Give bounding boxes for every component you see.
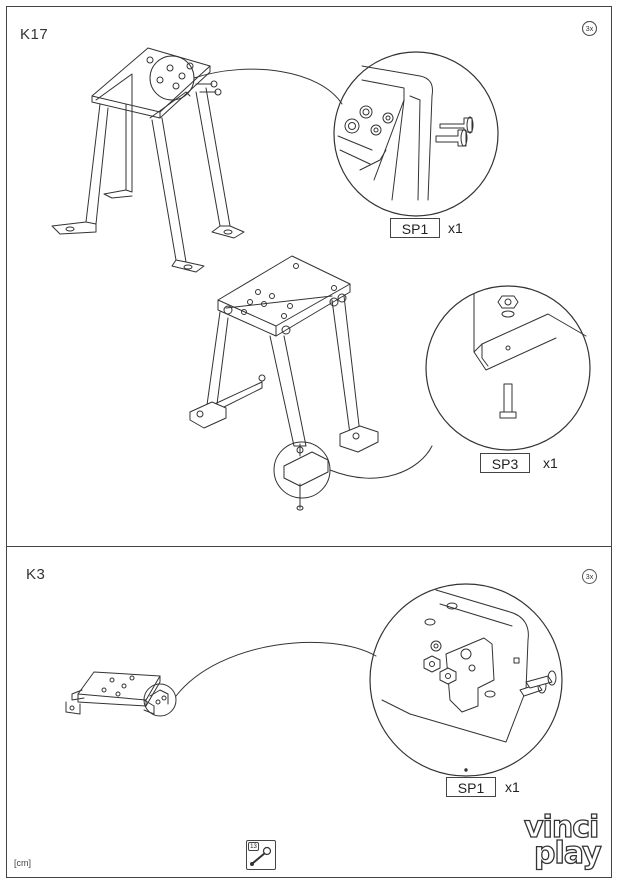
part-qty-sp1-k3: x1 — [505, 779, 520, 795]
k3-bracket-drawing — [65, 641, 377, 717]
tool-reference-box: 13 — [246, 840, 276, 870]
brand-logo: vinci play — [523, 809, 602, 871]
quantity-circle-icon — [582, 21, 597, 36]
step-divider — [6, 546, 612, 547]
part-code-sp1-k3: SP1 — [446, 777, 496, 797]
step-quantity-badge-k3: 3x — [582, 569, 597, 584]
step-label-k3: K3 — [26, 566, 46, 583]
step-label-k17: K17 — [20, 26, 49, 43]
unit-label: [cm] — [14, 858, 31, 868]
k17-leg-frame-drawing — [51, 47, 343, 273]
part-code-sp1-k17: SP1 — [390, 218, 440, 238]
part-qty-sp3-k17: x1 — [543, 455, 558, 471]
part-code-sp3-k17: SP3 — [480, 453, 530, 473]
k17-stand-frame-drawing — [189, 255, 433, 511]
k17-sp3-detail-drawing — [425, 285, 591, 451]
wrench-tool-icon — [250, 846, 272, 866]
part-qty-sp1-k17: x1 — [448, 220, 463, 236]
tool-number: 13 — [248, 842, 259, 851]
k3-sp1-detail-drawing — [369, 583, 563, 777]
page-frame — [6, 6, 612, 878]
k17-sp1-detail-drawing — [333, 51, 499, 217]
